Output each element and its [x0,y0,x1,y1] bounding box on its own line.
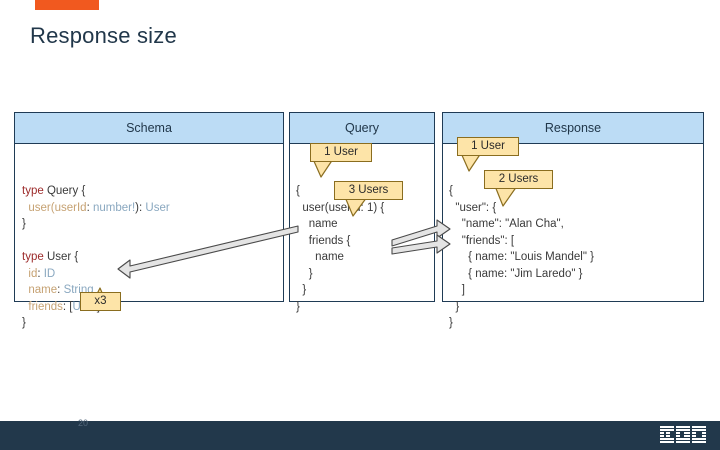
code-line: id: ID [22,267,56,280]
code-line: } [22,218,26,230]
column-header-query: Query [290,113,434,144]
callout-query-3-users: 3 Users [334,181,403,200]
code-line: name [296,251,344,263]
column-body-query: { user(userId: 1) { name friends { name … [290,144,434,348]
response-code: { "user": { "name": "Alan Cha", "friends… [443,183,703,332]
callout-response-1-user: 1 User [457,137,519,156]
code-line: type User { [22,251,79,263]
footer-bar [0,421,720,450]
code-line: } [296,284,307,296]
code-line: "friends": [ [449,234,515,247]
code-line: user(userId: number!): User [22,201,170,214]
code-line: name: String [22,284,94,296]
code-line: { name: "Jim Laredo" } [449,267,583,280]
column-response: Response { "user": { "name": "Alan Cha",… [442,112,704,329]
column-header-schema: Schema [15,113,283,144]
code-line: "user": { [449,201,497,214]
callout-response-2-users: 2 Users [484,170,553,189]
code-line: { name: "Louis Mandel" } [449,251,594,263]
code-line: } [22,317,26,329]
code-line: { [449,185,453,197]
column-body-response: { "user": { "name": "Alan Cha", "friends… [443,144,703,365]
code-line: } [296,300,300,313]
callout-query-1-user: 1 User [310,143,372,162]
code-line: } [449,300,460,313]
code-line: } [296,267,313,280]
code-line: { [296,185,300,197]
code-line: friends: [User] [22,300,100,313]
page-title: Response size [30,23,177,48]
code-line: name [296,218,338,230]
code-line: } [449,317,453,329]
schema-code: type Query { user(userId: number!): User… [15,183,283,332]
column-body-schema: type Query { user(userId: number!): User… [15,144,283,365]
accent-bar [35,0,99,10]
query-code: { user(userId: 1) { name friends { name … [290,183,434,315]
code-line: friends { [296,234,351,247]
code-line [22,233,283,250]
callout-tail-response-2-users [494,185,518,207]
code-line: type Query { [22,185,86,197]
page-number: 20 [78,418,89,428]
code-line: ] [449,284,465,296]
ibm-logo [660,426,706,443]
code-line: "name": "Alan Cha", [449,218,564,230]
callout-schema-x3: x3 [80,292,121,311]
column-schema: Schema type Query { user(userId: number!… [14,112,284,329]
